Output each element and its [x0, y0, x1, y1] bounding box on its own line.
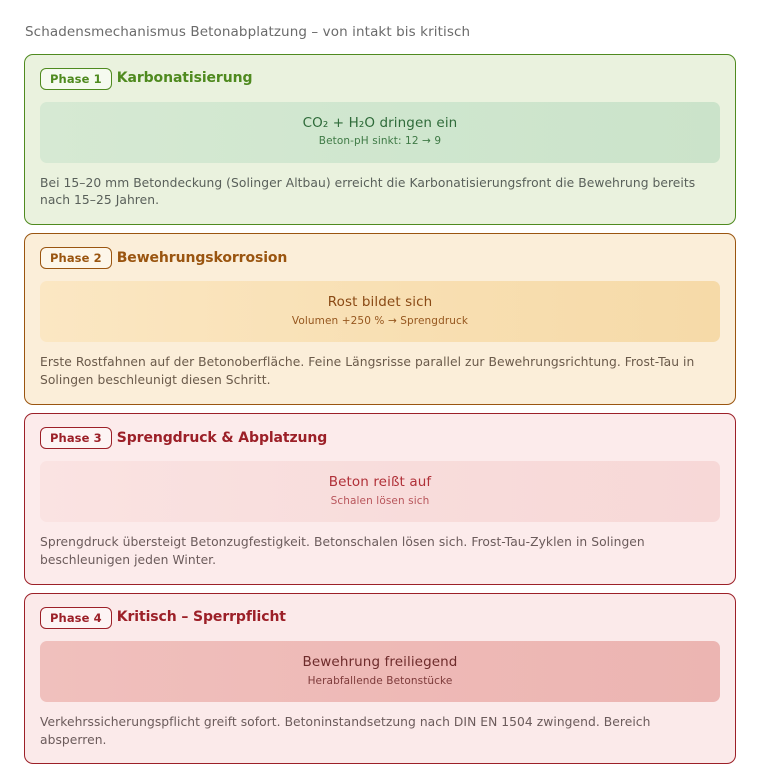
phase-badge-2: Phase 2 — [40, 247, 112, 270]
phase-badge-3: Phase 3 — [40, 426, 112, 450]
phase-band-main-2: Rost bildet sich — [327, 294, 433, 311]
phase-description-3: Sprengdruck übersteigt Betonzugfestigkei… — [40, 535, 645, 567]
phase-title-1: Karbonatisierung — [116, 70, 253, 87]
phase-badge-4: Phase 4 — [40, 606, 112, 629]
phase-band-sub-1: Beton-pH sinkt: 12 → 9 — [318, 135, 442, 148]
phase-description-2: Erste Rostfahnen auf der Betonoberfläche… — [40, 355, 695, 388]
phase-band-sub-3: Schalen lösen sich — [330, 494, 430, 507]
phase-band-sub-2: Volumen +250 % → Sprengdruck — [291, 315, 469, 328]
phase-title-4: Kritisch – Sperrpflicht — [116, 609, 286, 626]
phase-band-main-4: Bewehrung freiliegend — [302, 653, 458, 670]
phase-band-sub-4: Herabfallende Betonstücke — [307, 674, 453, 687]
phase-description-4: Verkehrssicherungspflicht greift sofort.… — [40, 714, 651, 747]
page-title: Schadensmechanismus Betonabplatzung – vo… — [25, 24, 471, 40]
phase-band-main-3: Beton reißt auf — [328, 474, 432, 491]
phase-badge-1: Phase 1 — [40, 67, 112, 90]
phase-title-2: Bewehrungskorrosion — [116, 249, 288, 266]
phase-band-main-1: CO₂ + H₂O dringen ein — [302, 114, 458, 131]
phase-description-1: Bei 15–20 mm Betondeckung (Solinger Altb… — [40, 175, 696, 208]
phase-title-3: Sprengdruck & Abplatzung — [116, 429, 328, 446]
